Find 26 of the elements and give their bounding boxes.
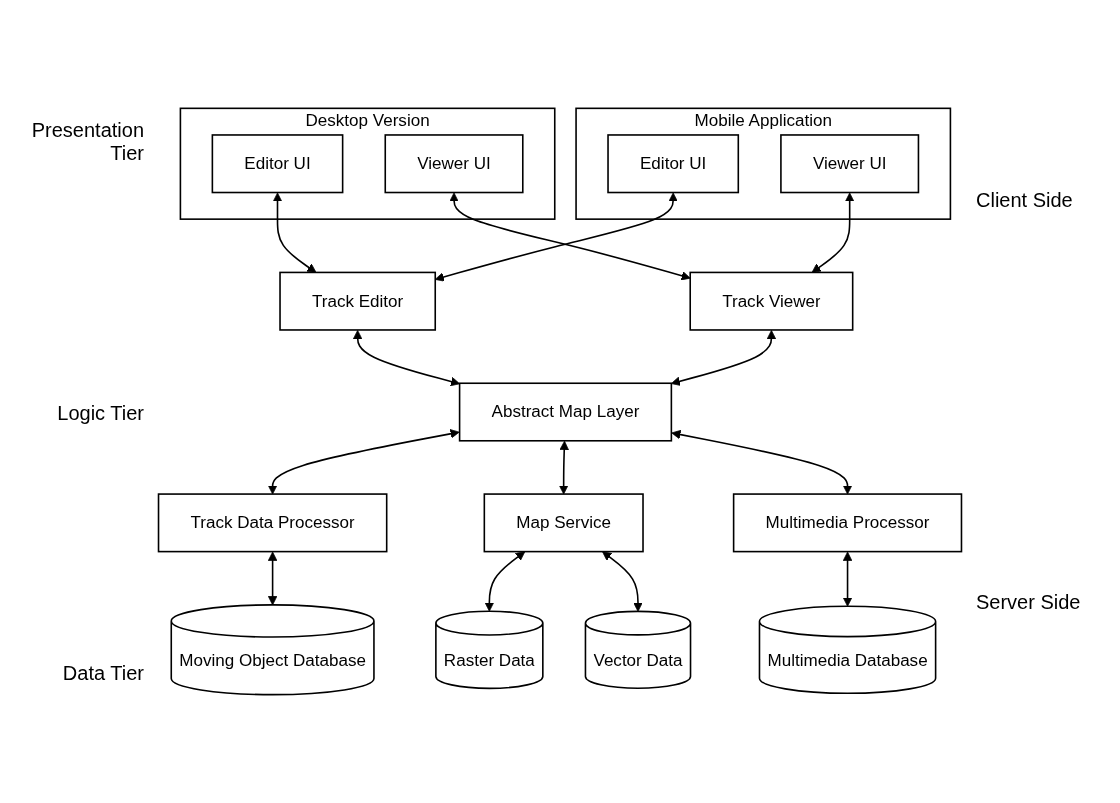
node-box: Abstract Map Layer <box>458 382 673 442</box>
arrow <box>842 551 853 607</box>
arrow <box>352 329 461 387</box>
node-box: Track Viewer <box>689 271 854 331</box>
tier-label: Data Tier <box>61 660 145 686</box>
node-box: Editor UI <box>211 134 344 194</box>
arrow <box>559 440 569 495</box>
arrow <box>602 551 643 612</box>
tier-label: Presentation Tier <box>30 117 145 166</box>
arrow <box>484 551 526 612</box>
tier-label: Logic Tier <box>56 400 145 426</box>
node-box: Track Editor <box>279 271 437 331</box>
tier-label: Server Side <box>975 589 1082 615</box>
node-box: Track Data Processor <box>157 493 388 553</box>
node-box: Editor UI <box>607 134 740 194</box>
node-box: Map Service <box>483 493 644 553</box>
arrow <box>267 429 460 495</box>
arrow <box>267 551 278 606</box>
node-box: Viewer UI <box>780 134 920 194</box>
arrow <box>272 192 317 273</box>
arrow <box>670 329 777 386</box>
arrow <box>811 192 855 273</box>
arrow <box>671 429 853 495</box>
tier-label: Client Side <box>975 188 1074 214</box>
node-box: Viewer UI <box>384 134 524 194</box>
node-box: Multimedia Processor <box>732 493 963 553</box>
